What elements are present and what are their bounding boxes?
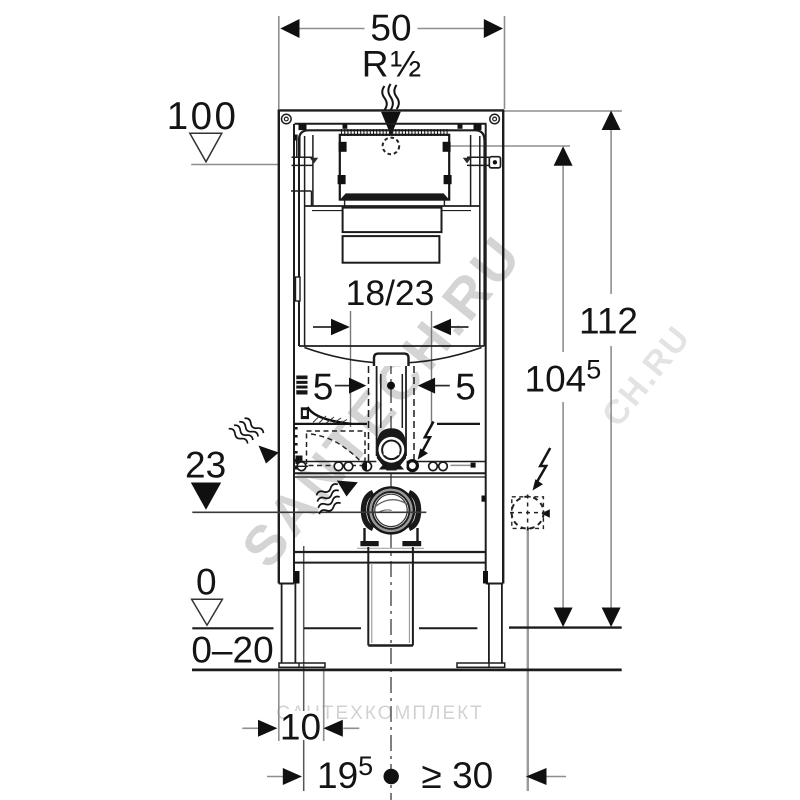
svg-text:R½: R½ [362, 44, 424, 85]
svg-text:50: 50 [370, 8, 411, 49]
svg-text:5: 5 [455, 367, 476, 408]
svg-text:0: 0 [196, 562, 217, 603]
svg-text:1045: 1045 [525, 355, 602, 400]
svg-text:5: 5 [313, 367, 334, 408]
svg-text:100: 100 [167, 95, 239, 138]
svg-text:САНТЕХКОМПЛЕКТ: САНТЕХКОМПЛЕКТ [276, 703, 484, 724]
svg-text:≥ 30: ≥ 30 [422, 755, 494, 796]
svg-text:10: 10 [280, 707, 321, 748]
svg-text:0–20: 0–20 [191, 630, 273, 671]
svg-text:112: 112 [579, 301, 638, 342]
svg-text:23: 23 [185, 445, 226, 486]
svg-text:195: 195 [317, 751, 373, 796]
svg-text:18/23: 18/23 [346, 273, 435, 313]
